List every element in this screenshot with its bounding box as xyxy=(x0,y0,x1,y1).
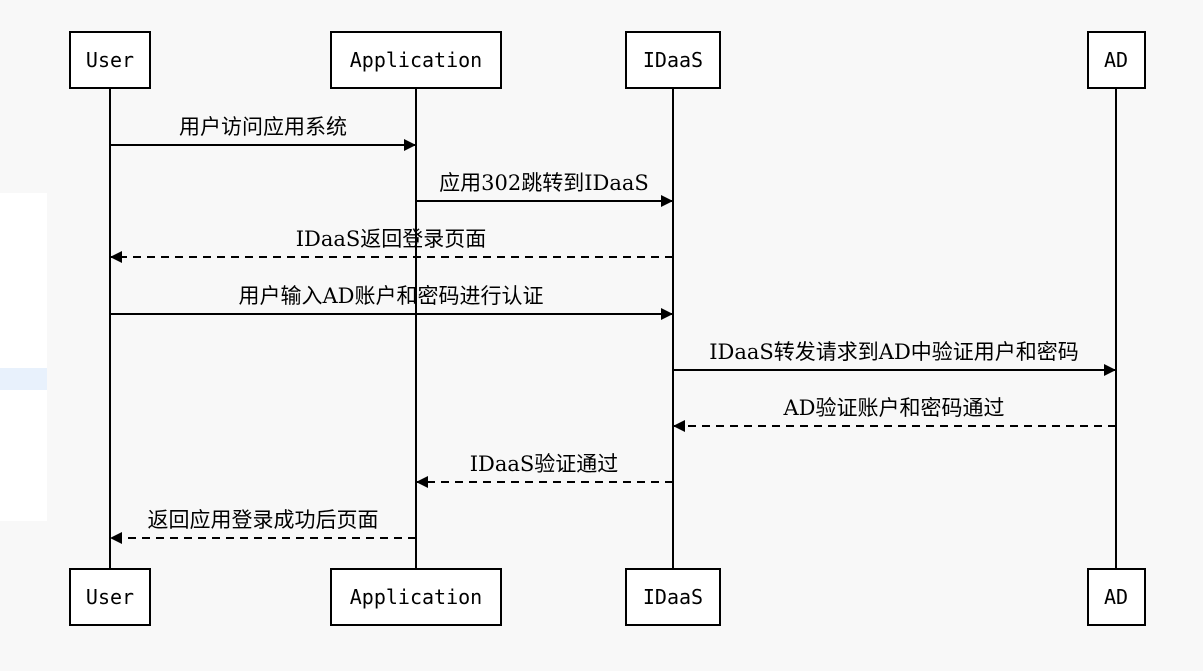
message-6: AD验证账户和密码通过 xyxy=(673,396,1116,432)
actor-user-top: User xyxy=(69,31,151,89)
message-7: IDaaS验证通过 xyxy=(416,452,673,488)
actor-label: Application xyxy=(350,48,482,72)
actor-label: IDaaS xyxy=(643,585,703,609)
actor-label: IDaaS xyxy=(643,48,703,72)
actor-label: AD xyxy=(1104,48,1128,72)
actor-ad-top: AD xyxy=(1087,31,1146,89)
actor-application-top: Application xyxy=(330,31,502,89)
actor-label: AD xyxy=(1104,585,1128,609)
actor-label: Application xyxy=(350,585,482,609)
actor-application-bottom: Application xyxy=(330,568,502,626)
message-label: IDaaS验证通过 xyxy=(470,452,619,476)
actor-label: User xyxy=(86,585,134,609)
message-5: IDaaS转发请求到AD中验证用户和密码 xyxy=(673,340,1116,376)
actor-idaas-bottom: IDaaS xyxy=(625,568,721,626)
message-label: IDaaS转发请求到AD中验证用户和密码 xyxy=(709,340,1079,364)
message-4: 用户输入AD账户和密码进行认证 xyxy=(110,284,673,320)
message-3: IDaaS返回登录页面 xyxy=(110,227,673,263)
message-8: 返回应用登录成功后页面 xyxy=(110,508,416,544)
message-label: 应用302跳转到IDaaS xyxy=(439,171,649,195)
message-2: 应用302跳转到IDaaS xyxy=(416,171,673,207)
message-label: AD验证账户和密码通过 xyxy=(782,396,1004,420)
background-highlight-stripe xyxy=(0,368,47,390)
background-panel xyxy=(0,193,47,521)
message-label: 返回应用登录成功后页面 xyxy=(148,508,379,532)
actor-ad-bottom: AD xyxy=(1087,568,1146,626)
actor-user-bottom: User xyxy=(69,568,151,626)
actor-idaas-top: IDaaS xyxy=(625,31,721,89)
message-1: 用户访问应用系统 xyxy=(110,115,416,151)
message-label: 用户输入AD账户和密码进行认证 xyxy=(238,284,543,308)
actor-label: User xyxy=(86,48,134,72)
message-label: IDaaS返回登录页面 xyxy=(296,227,487,251)
message-label: 用户访问应用系统 xyxy=(179,115,347,139)
